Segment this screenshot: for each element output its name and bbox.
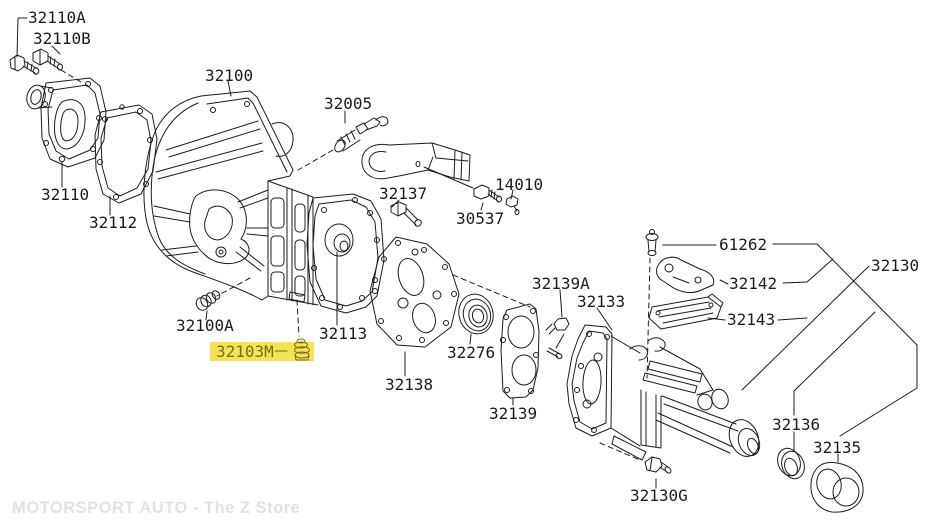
part-label-32110B[interactable]: 32110B <box>33 29 91 48</box>
transmission-case-32100-drawing <box>143 90 319 306</box>
plug-14010-drawing <box>505 195 520 215</box>
part-label-32276[interactable]: 32276 <box>447 343 495 362</box>
diagram-line-art <box>9 17 918 513</box>
bolt-32110A-drawing <box>9 54 40 75</box>
part-label-30537[interactable]: 30537 <box>456 209 504 228</box>
clutch-fork-drawing <box>361 142 471 182</box>
part-label-61262[interactable]: 61262 <box>719 235 767 254</box>
bracket-32142-drawing <box>656 256 715 294</box>
part-label-32138[interactable]: 32138 <box>385 375 433 394</box>
part-label-32135[interactable]: 32135 <box>813 438 861 457</box>
part-label-32113[interactable]: 32113 <box>319 324 367 343</box>
bolt-32130G-drawing <box>644 456 672 474</box>
bolt-32139A-drawing <box>545 317 570 360</box>
bolt-32110B-drawing <box>32 48 63 71</box>
plate-32143-drawing <box>648 293 724 330</box>
speedo-pinion-32005-drawing <box>334 116 389 153</box>
leader-lines <box>16 17 918 489</box>
dust-cap-32135-drawing <box>810 462 864 513</box>
part-label-32136[interactable]: 32136 <box>772 415 820 434</box>
striking-pin-32137-drawing <box>390 201 422 227</box>
drain-plug-32103M-drawing <box>274 338 310 361</box>
part-label-32100A[interactable]: 32100A <box>176 316 234 335</box>
part-label-32103M-highlighted[interactable]: 32103M <box>216 342 274 361</box>
part-label-32130G[interactable]: 32130G <box>630 486 688 505</box>
part-label-14010[interactable]: 14010 <box>495 175 543 194</box>
part-labels: 32110A 32110B 32100 32005 32137 14010 30… <box>28 8 919 505</box>
gasket-32139-drawing <box>500 303 540 399</box>
highlight-box-32103M <box>210 342 314 361</box>
plug-61262-drawing <box>645 229 659 256</box>
switch-30537-drawing <box>473 184 502 203</box>
adapter-plate-32138-drawing <box>369 236 460 348</box>
part-label-32112[interactable]: 32112 <box>89 213 137 232</box>
case-rear-flange-32113-drawing <box>306 193 385 314</box>
bearing-32276-drawing <box>458 293 494 335</box>
part-label-32110A[interactable]: 32110A <box>28 8 86 27</box>
part-label-32110[interactable]: 32110 <box>41 185 89 204</box>
part-label-32143[interactable]: 32143 <box>727 310 775 329</box>
part-label-32005[interactable]: 32005 <box>324 94 372 113</box>
dashed-leader-lines <box>60 69 651 461</box>
part-label-32139A[interactable]: 32139A <box>532 274 590 293</box>
bushing-32136-drawing <box>777 447 805 480</box>
front-cover-32110-drawing <box>26 77 107 168</box>
part-label-32100[interactable]: 32100 <box>205 66 253 85</box>
part-label-32133[interactable]: 32133 <box>577 292 625 311</box>
part-label-32139[interactable]: 32139 <box>489 404 537 423</box>
gasket-32112-drawing <box>94 104 158 204</box>
part-label-32137[interactable]: 32137 <box>379 184 427 203</box>
part-label-32142[interactable]: 32142 <box>729 274 777 293</box>
plug-32100A-drawing <box>195 290 221 311</box>
extension-housing-32133-drawing <box>566 324 761 461</box>
part-label-32130[interactable]: 32130 <box>871 256 919 275</box>
store-watermark: MOTORSPORT AUTO - The Z Store <box>12 499 300 517</box>
